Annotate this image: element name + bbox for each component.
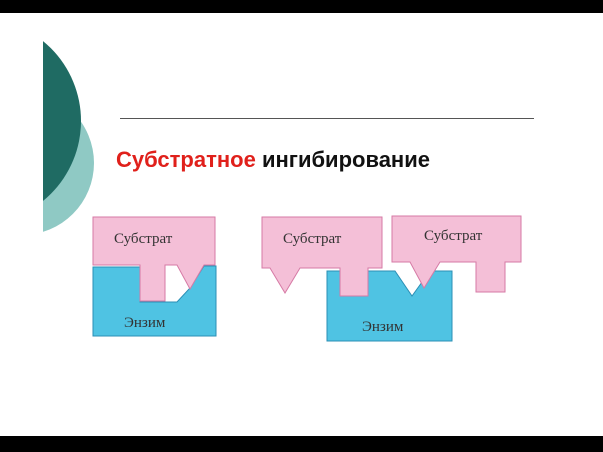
decorative-circles xyxy=(0,33,94,273)
right-substrate-right-label: Субстрат xyxy=(424,228,483,244)
left-substrate xyxy=(92,216,216,302)
right-substrate-left xyxy=(261,216,383,297)
right-substrate-right xyxy=(391,215,522,293)
right-diagram: Субстрат Субстрат Энзим xyxy=(261,215,522,342)
left-diagram: Субстрат Энзим xyxy=(92,216,217,337)
title-accent: Субстратное xyxy=(116,147,256,172)
left-substrate-label: Субстрат xyxy=(114,231,173,247)
title-rest: ингибирование xyxy=(261,147,430,172)
slide-canvas: Субстратное ингибирование Субстрат Энзим… xyxy=(0,13,603,436)
title-divider xyxy=(120,118,534,119)
inhibition-diagram: Субстрат Энзим Субстрат Субстрат Энзим xyxy=(92,215,522,342)
right-enzyme-label: Энзим xyxy=(362,319,404,335)
left-enzyme-label: Энзим xyxy=(124,315,166,331)
right-substrate-left-label: Субстрат xyxy=(283,231,342,247)
page-title: Субстратное ингибирование xyxy=(116,147,430,173)
